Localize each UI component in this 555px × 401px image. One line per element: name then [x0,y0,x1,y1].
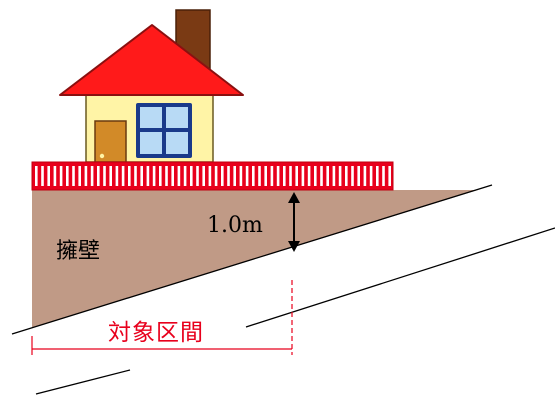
fence-slat [35,166,38,186]
fence-slat [245,166,249,186]
target-section-label: 対象区間 [108,320,204,346]
fence-slat [41,166,44,186]
fence-slat [252,166,255,186]
fence-slat [152,166,156,186]
fence-slat [128,166,131,186]
fence-slat [388,166,391,186]
fence-slat [140,166,143,186]
house-window [136,103,192,158]
fence-slat [289,166,292,186]
fence-slat [345,166,348,186]
height-label: 1.0m [207,213,263,238]
fence-slat [171,166,174,186]
house-roof [59,24,244,96]
fence-slat [227,166,230,186]
fence-slat [239,166,243,186]
fence-slat [84,166,88,186]
fence-slat [295,166,298,186]
fence-slat [53,166,57,186]
fence-slat [47,166,50,186]
fence-slat [66,166,69,186]
fence-slat [177,166,181,186]
fence-slat [134,166,137,186]
fence-slat [369,166,373,186]
fence-slat [338,166,342,186]
fence-slat [59,166,63,186]
fence-slat [382,166,385,186]
fence-slat [103,166,106,186]
ground-line-lower [35,369,131,395]
fence-slat [233,166,236,186]
fence-slat [301,166,305,186]
door-knob [99,153,105,159]
height-dimension-arrow [288,192,300,252]
fence-slat [214,166,218,186]
fence-slat [376,166,379,186]
fence-slat [357,166,360,186]
fence-slat [121,166,125,186]
fence-slat [115,166,119,186]
fence-slat [97,166,100,186]
target-section-bracket [31,280,293,355]
fence-slat [351,166,354,186]
fence-slat [221,166,224,186]
fence-slat [332,166,336,186]
fence-slat [264,166,267,186]
fence-slat [363,166,367,186]
fence-slat [276,166,280,186]
ground-line-upper [11,184,493,335]
fence-slat [320,166,323,186]
fence-slat [283,166,286,186]
fence-slat [183,166,187,186]
fence-slat [202,166,205,186]
fence-slat [208,166,212,186]
fence-slat [314,166,317,186]
fence-slat [109,166,112,186]
fence-slat [146,166,150,186]
fence-slat [78,166,81,186]
fence-slat [326,166,329,186]
fence-slat [258,166,261,186]
fence-slat [159,166,162,186]
ground-line-middle [245,227,555,328]
fence-slat [270,166,274,186]
fence-slat [72,166,75,186]
fence-slat [196,166,199,186]
fence-slat [190,166,193,186]
fence [31,161,394,191]
retaining-wall-label: 擁壁 [56,239,100,264]
house-door [94,120,127,163]
fence-slat [90,166,94,186]
fence-slat [307,166,311,186]
fence-slat [165,166,168,186]
